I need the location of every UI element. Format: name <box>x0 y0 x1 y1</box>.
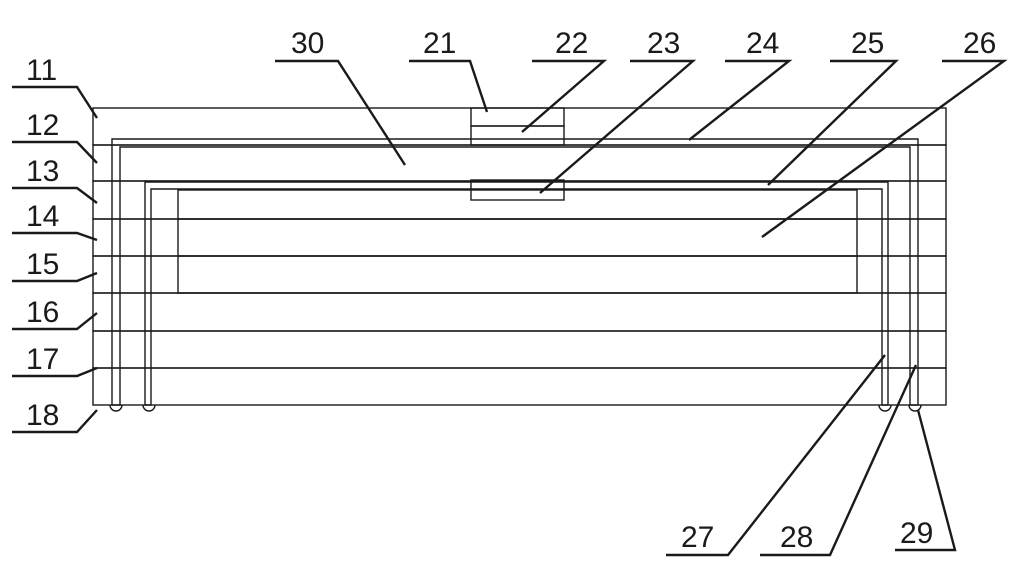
layer-16 <box>92 292 947 332</box>
label-22: 22 <box>555 27 588 60</box>
label-24: 24 <box>746 27 779 60</box>
reference-labels: 11 12 13 14 15 16 17 18 30 21 22 23 24 2… <box>26 27 996 554</box>
label-25: 25 <box>851 27 884 60</box>
label-18: 18 <box>26 399 59 432</box>
layer-17 <box>92 330 947 369</box>
layer-15 <box>92 255 947 294</box>
bumps-29 <box>109 404 922 412</box>
leader-lines-left <box>12 85 99 434</box>
label-26: 26 <box>963 27 996 60</box>
layer-14 <box>92 218 947 257</box>
conductor-27 <box>144 181 889 406</box>
label-13: 13 <box>26 155 59 188</box>
label-27: 27 <box>681 521 714 554</box>
leader-lines-top <box>275 59 1008 238</box>
label-16: 16 <box>26 296 59 329</box>
element-22 <box>470 125 565 146</box>
layer-18 <box>92 367 947 406</box>
label-14: 14 <box>26 200 59 233</box>
label-29: 29 <box>900 517 933 550</box>
window-21 <box>470 107 565 127</box>
label-30: 30 <box>291 27 324 60</box>
label-21: 21 <box>423 27 456 60</box>
label-17: 17 <box>26 343 59 376</box>
layer-12 <box>92 144 947 182</box>
label-23: 23 <box>647 27 680 60</box>
element-23 <box>470 179 565 201</box>
conductor-28 <box>111 138 919 406</box>
label-12: 12 <box>26 109 59 142</box>
label-28: 28 <box>780 521 813 554</box>
leader-lines-bottom <box>666 354 957 557</box>
label-15: 15 <box>26 248 59 281</box>
cavity-26 <box>177 189 858 294</box>
label-11: 11 <box>26 54 57 87</box>
